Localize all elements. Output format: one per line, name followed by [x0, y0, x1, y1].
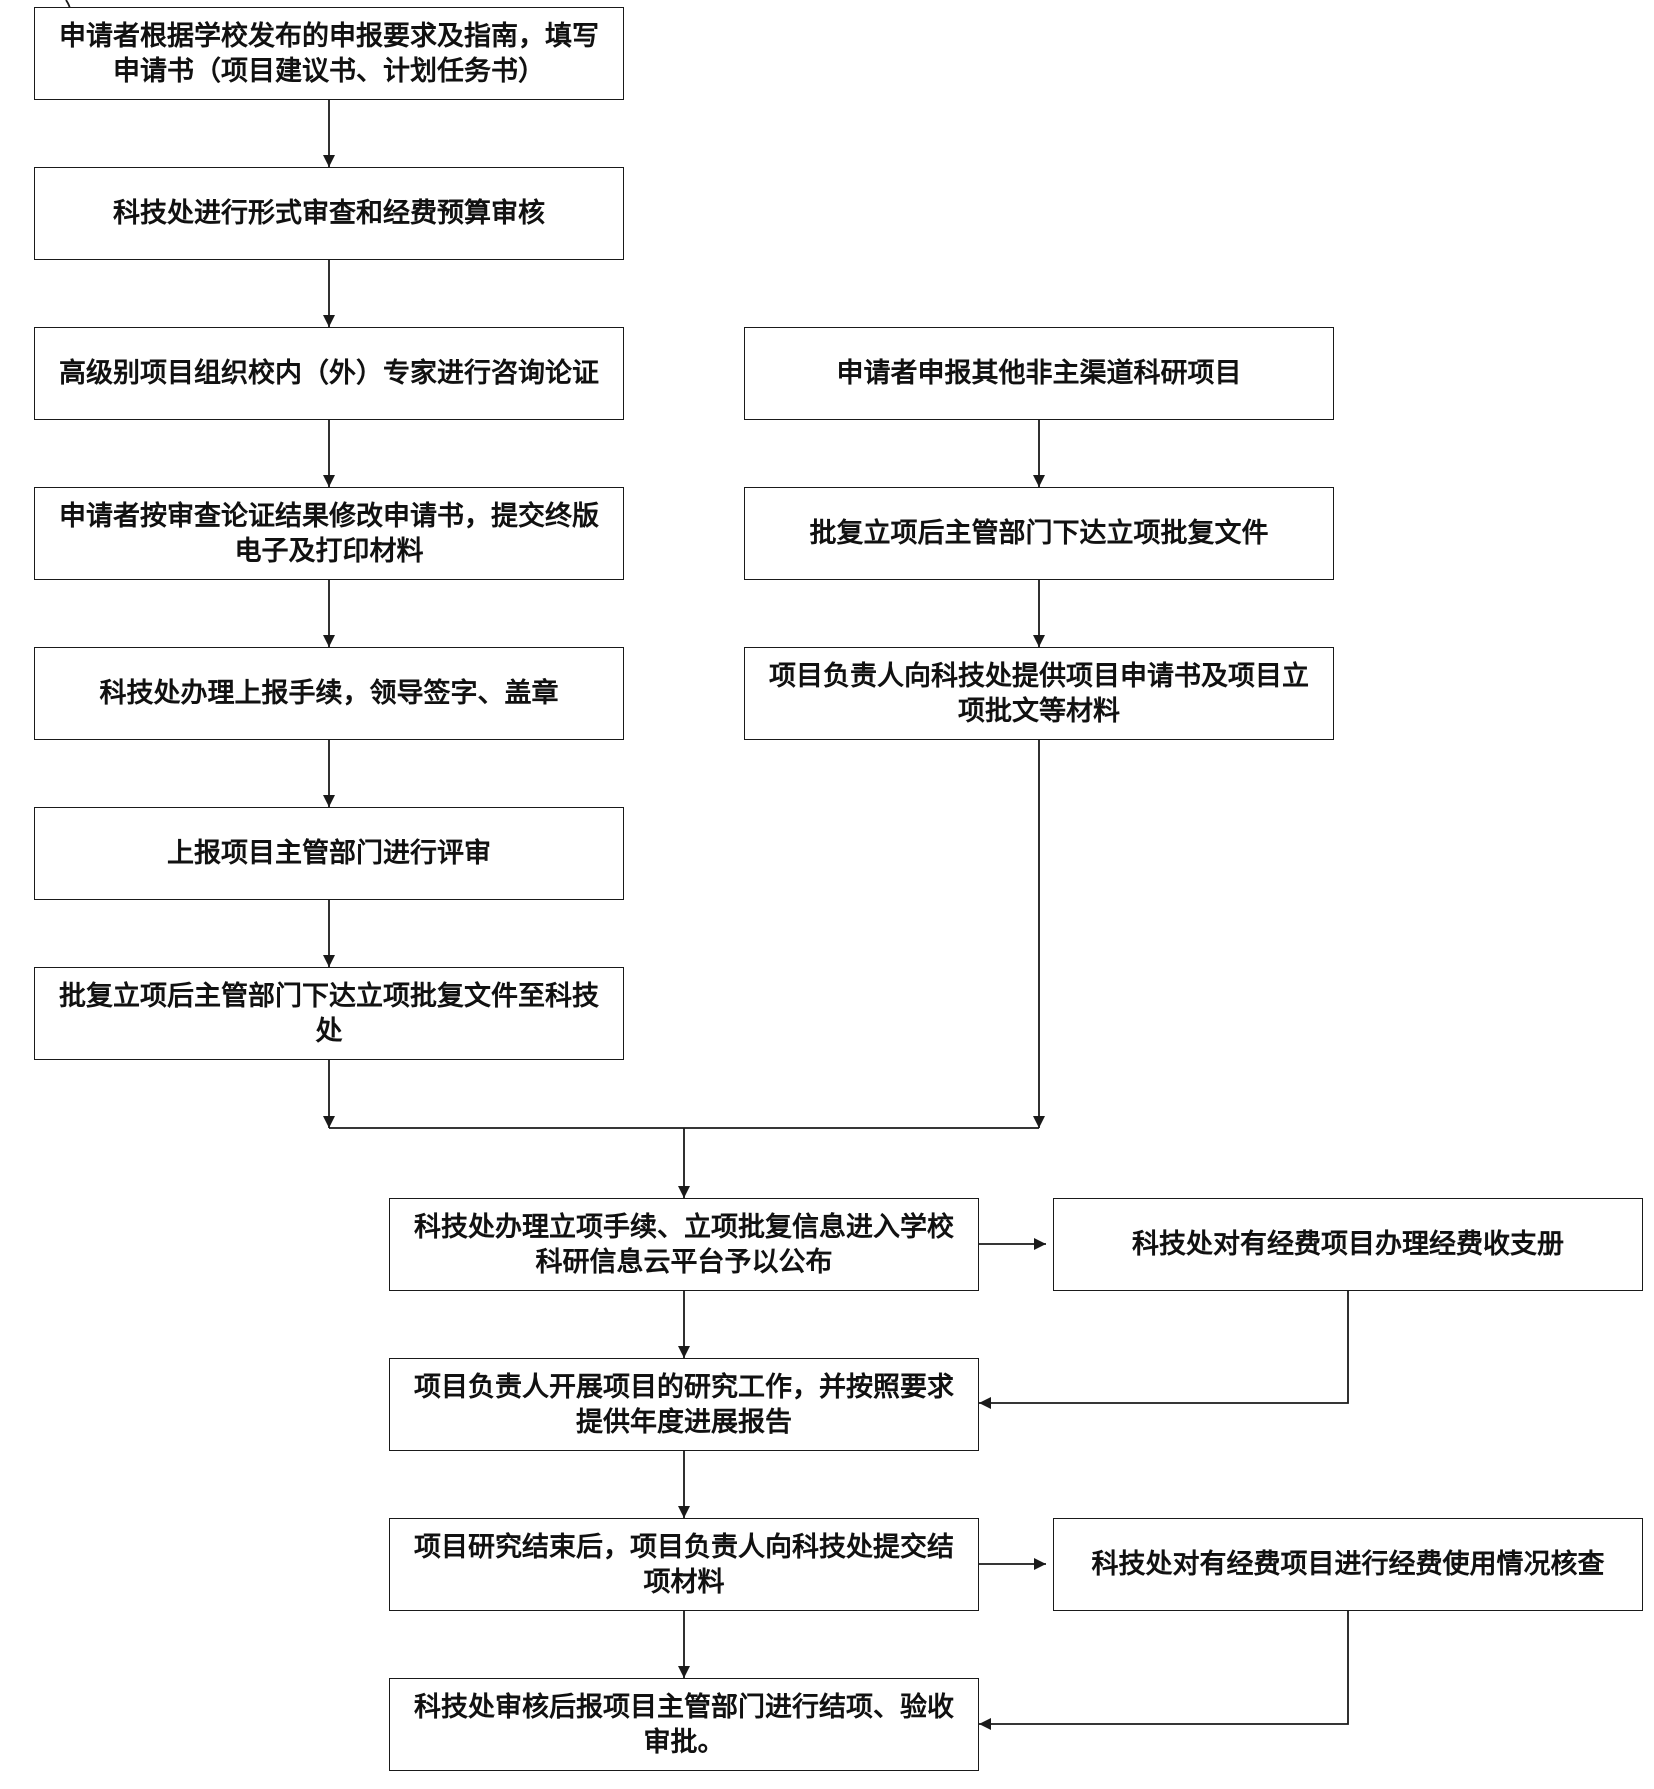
step-submission-procedures: 科技处办理上报手续，领导签字、盖章 — [34, 647, 624, 740]
step-research-work: 项目负责人开展项目的研究工作，并按照要求提供年度进展报告 — [389, 1358, 979, 1451]
step-expert-consultation: 高级别项目组织校内（外）专家进行咨询论证 — [34, 327, 624, 420]
step-other-projects: 申请者申报其他非主渠道科研项目 — [744, 327, 1334, 420]
step-funding-audit: 科技处对有经费项目进行经费使用情况核查 — [1053, 1518, 1643, 1611]
step-text: 高级别项目组织校内（外）专家进行咨询论证 — [59, 358, 599, 389]
step-approval-document: 批复立项后主管部门下达立项批复文件 — [744, 487, 1334, 580]
step-text: 项目负责人开展项目的研究工作，并按照要求提供年度进展报告 — [414, 1371, 954, 1438]
step-text: 上报项目主管部门进行评审 — [167, 838, 491, 869]
arrow-s1-m2 — [979, 1291, 1349, 1409]
step-text: 申请者申报其他非主渠道科研项目 — [836, 358, 1242, 389]
step-text: 科技处办理立项手续、立项批复信息进入学校科研信息云平台予以公布 — [414, 1211, 954, 1278]
step-final-approval: 科技处审核后报项目主管部门进行结项、验收审批。 — [389, 1678, 979, 1771]
step-text: 项目研究结束后，项目负责人向科技处提交结项材料 — [414, 1531, 954, 1598]
step-text: 科技处对有经费项目进行经费使用情况核查 — [1091, 1549, 1605, 1580]
step-text: 科技处审核后报项目主管部门进行结项、验收审批。 — [414, 1691, 954, 1758]
step-format-review: 科技处进行形式审查和经费预算审核 — [34, 167, 624, 260]
step-text: 批复立项后主管部门下达立项批复文件至科技处 — [59, 980, 599, 1047]
step-text: 科技处进行形式审查和经费预算审核 — [113, 198, 545, 229]
step-funding-ledger: 科技处对有经费项目办理经费收支册 — [1053, 1198, 1643, 1291]
step-submit-completion: 项目研究结束后，项目负责人向科技处提交结项材料 — [389, 1518, 979, 1611]
step-text: 申请者根据学校发布的申报要求及指南，填写申请书（项目建议书、计划任务书） — [59, 20, 599, 87]
step-fill-application: 申请者根据学校发布的申报要求及指南，填写申请书（项目建议书、计划任务书） — [34, 7, 624, 100]
step-text: 申请者按审查论证结果修改申请书，提交终版电子及打印材料 — [59, 500, 599, 567]
step-department-review: 上报项目主管部门进行评审 — [34, 807, 624, 900]
step-approval-to-office: 批复立项后主管部门下达立项批复文件至科技处 — [34, 967, 624, 1060]
step-text: 项目负责人向科技处提供项目申请书及项目立项批文等材料 — [769, 660, 1309, 727]
step-provide-materials: 项目负责人向科技处提供项目申请书及项目立项批文等材料 — [744, 647, 1334, 740]
step-establishment-procedures: 科技处办理立项手续、立项批复信息进入学校科研信息云平台予以公布 — [389, 1198, 979, 1291]
step-text: 批复立项后主管部门下达立项批复文件 — [809, 518, 1269, 549]
step-text: 科技处对有经费项目办理经费收支册 — [1132, 1229, 1564, 1260]
step-revise-application: 申请者按审查论证结果修改申请书，提交终版电子及打印材料 — [34, 487, 624, 580]
arrow-s2-m4 — [979, 1611, 1349, 1730]
step-text: 科技处办理上报手续，领导签字、盖章 — [99, 678, 559, 709]
